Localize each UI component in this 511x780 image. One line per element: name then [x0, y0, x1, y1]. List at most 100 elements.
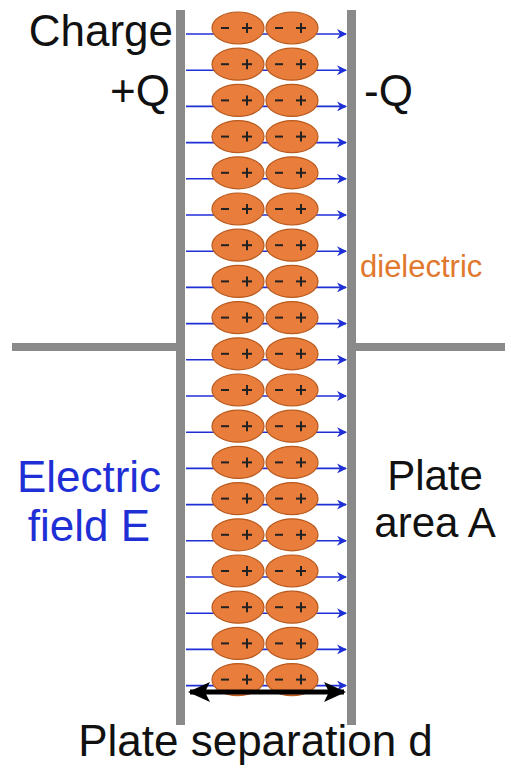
- minus-sign: [275, 136, 283, 138]
- plus-sign: [300, 566, 302, 576]
- dipole: [212, 446, 264, 478]
- plus-sign: [246, 168, 248, 178]
- dipole: [212, 519, 264, 551]
- dipole: [212, 302, 264, 334]
- field-line: [186, 431, 346, 433]
- dipole: [212, 627, 264, 659]
- plus-sign: [246, 530, 248, 540]
- plus-sign: [300, 385, 302, 395]
- minus-sign: [221, 606, 229, 608]
- minus-sign: [221, 353, 229, 355]
- plus-sign: [300, 457, 302, 467]
- dipole: [212, 12, 264, 44]
- minus-sign: [221, 63, 229, 65]
- dipole: [266, 229, 318, 261]
- plus-sign: [300, 276, 302, 286]
- minus-sign: [221, 389, 229, 391]
- plus-sign: [300, 168, 302, 178]
- plus-sign: [300, 530, 302, 540]
- dipole: [266, 84, 318, 116]
- dipole: [266, 157, 318, 189]
- plus-sign: [246, 276, 248, 286]
- minus-sign: [275, 425, 283, 427]
- dipole: [266, 338, 318, 370]
- minus-sign: [221, 172, 229, 174]
- dipole: [266, 555, 318, 587]
- plus-sign: [246, 421, 248, 431]
- dipole: [212, 410, 264, 442]
- minus-sign: [221, 280, 229, 282]
- dipole: [266, 591, 318, 623]
- plus-sign: [300, 59, 302, 69]
- plus-sign: [300, 132, 302, 142]
- field-line: [186, 468, 346, 470]
- dielectric-dipoles: [212, 12, 318, 696]
- dipole: [212, 483, 264, 515]
- minus-sign: [275, 353, 283, 355]
- dipole: [266, 410, 318, 442]
- plus-sign: [300, 675, 302, 685]
- minus-sign: [221, 534, 229, 536]
- field-line: [186, 649, 346, 651]
- field-line: [186, 395, 346, 397]
- dipole: [266, 446, 318, 478]
- plus-sign: [300, 95, 302, 105]
- minus-sign: [275, 27, 283, 29]
- plus-sign: [246, 385, 248, 395]
- plus-sign: [300, 313, 302, 323]
- dipole: [212, 591, 264, 623]
- field-line: [186, 540, 346, 542]
- field-line: [186, 504, 346, 506]
- plus-sign: [246, 602, 248, 612]
- dipole: [212, 157, 264, 189]
- dipole: [212, 555, 264, 587]
- plus-sign: [246, 95, 248, 105]
- minus-sign: [275, 534, 283, 536]
- minus-sign: [275, 642, 283, 644]
- minus-sign: [275, 606, 283, 608]
- positive-plate: [176, 10, 185, 725]
- lead-wire: [352, 343, 505, 351]
- dipole: [212, 229, 264, 261]
- minus-sign: [275, 99, 283, 101]
- field-line: [186, 250, 346, 252]
- charge-value: -Q: [364, 66, 484, 115]
- minus-sign: [221, 498, 229, 500]
- minus-sign: [275, 63, 283, 65]
- minus-sign: [221, 27, 229, 29]
- minus-sign: [275, 172, 283, 174]
- minus-sign: [221, 244, 229, 246]
- dipole: [266, 627, 318, 659]
- field-line: [186, 33, 346, 35]
- lead-wire: [12, 343, 182, 351]
- dipole: [212, 265, 264, 297]
- dipole: [266, 193, 318, 225]
- minus-sign: [275, 570, 283, 572]
- dipole: [212, 374, 264, 406]
- plus-sign: [246, 494, 248, 504]
- plus-sign: [300, 349, 302, 359]
- area-label: Plate area A: [362, 452, 508, 546]
- minus-sign: [221, 642, 229, 644]
- dipole: [266, 48, 318, 80]
- plus-sign: [300, 494, 302, 504]
- field-line: [186, 287, 346, 289]
- minus-sign: [275, 208, 283, 210]
- field-line: [186, 142, 346, 144]
- separation-label: Plate separation d: [10, 716, 501, 765]
- separation-arrow: [190, 690, 344, 695]
- minus-sign: [221, 208, 229, 210]
- plus-sign: [246, 132, 248, 142]
- dipole: [266, 302, 318, 334]
- plus-sign: [246, 23, 248, 33]
- field-line: [186, 214, 346, 216]
- charge-label: Charge: [8, 6, 173, 55]
- plus-sign: [246, 204, 248, 214]
- minus-sign: [221, 570, 229, 572]
- dipole: [266, 374, 318, 406]
- dipole: [266, 519, 318, 551]
- plus-sign: [300, 421, 302, 431]
- minus-sign: [275, 317, 283, 319]
- plus-sign: [246, 59, 248, 69]
